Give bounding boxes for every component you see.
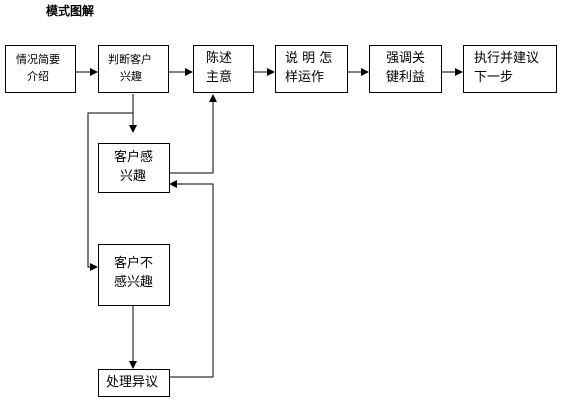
node-intro: 情况简要 介绍 [5, 45, 76, 93]
node-emphasize: 强调关 键利益 [369, 45, 442, 93]
node-objection: 处理异议 [98, 369, 170, 397]
node-interested-line2: 兴趣 [120, 169, 147, 184]
node-emphasize-line2: 键利益 [386, 70, 426, 85]
node-not-interested-line1: 客户不 [114, 256, 154, 271]
node-interested: 客户感 兴趣 [98, 143, 170, 193]
node-state: 陈述 主意 [193, 45, 254, 93]
node-not-interested: 客户不 感兴趣 [98, 244, 170, 306]
node-execute: 执行并建议 下一步 [463, 45, 557, 93]
arrow-judge-to-not-interested [87, 112, 133, 271]
arrow-interested-to-state [170, 94, 217, 174]
node-judge-line1: 判断客户 [108, 53, 152, 66]
node-judge-line2: 兴趣 [120, 70, 142, 83]
node-intro-line1: 情况简要 [16, 53, 60, 66]
node-execute-line2: 下一步 [474, 70, 514, 85]
node-emphasize-line1: 强调关 [386, 51, 426, 66]
arrow-objection-to-interested [169, 180, 214, 378]
node-execute-line1: 执行并建议 [474, 51, 540, 66]
node-explain-line2: 样运作 [285, 70, 325, 85]
node-interested-line1: 客户感 [114, 150, 154, 165]
node-not-interested-line2: 感兴趣 [114, 275, 154, 290]
node-state-line2: 主意 [206, 70, 233, 85]
diagram-title: 模式图解 [46, 4, 95, 18]
node-judge: 判断客户 兴趣 [98, 45, 169, 93]
node-objection-line1: 处理异议 [106, 375, 159, 390]
node-explain-line1: 说 明 怎 [285, 51, 333, 66]
node-intro-line2: 介绍 [27, 70, 49, 83]
node-explain: 说 明 怎 样运作 [275, 45, 348, 93]
node-state-line1: 陈述 [206, 51, 233, 66]
